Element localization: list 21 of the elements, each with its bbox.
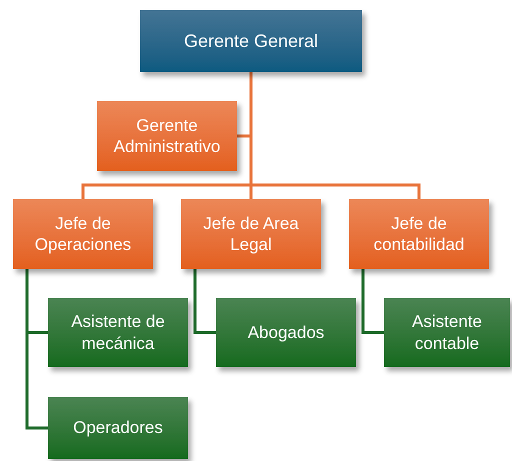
role-title: Abogados	[248, 322, 324, 344]
role-title: Gerente Administrativo	[112, 114, 222, 158]
role-title: Jefe de Area Legal	[202, 212, 300, 256]
org-box	[181, 199, 321, 269]
role-title: Asistente contable	[411, 311, 483, 354]
role-title: Asistente de mecánica	[70, 311, 166, 354]
role-title: Jefe de contabilidad	[372, 212, 466, 256]
org-box	[140, 10, 362, 72]
org-box	[384, 298, 510, 367]
connector-line	[250, 72, 420, 199]
connector-line	[194, 269, 216, 334]
role-title: Gerente General	[184, 30, 318, 52]
role-title: Jefe de Operaciones	[34, 212, 132, 256]
connector-line	[362, 269, 384, 334]
org-box	[48, 298, 188, 367]
org-box	[13, 199, 153, 269]
org-box	[97, 101, 237, 171]
role-title: Operadores	[73, 417, 163, 439]
org-box	[48, 397, 188, 459]
org-box	[349, 199, 489, 269]
org-box	[216, 298, 356, 367]
